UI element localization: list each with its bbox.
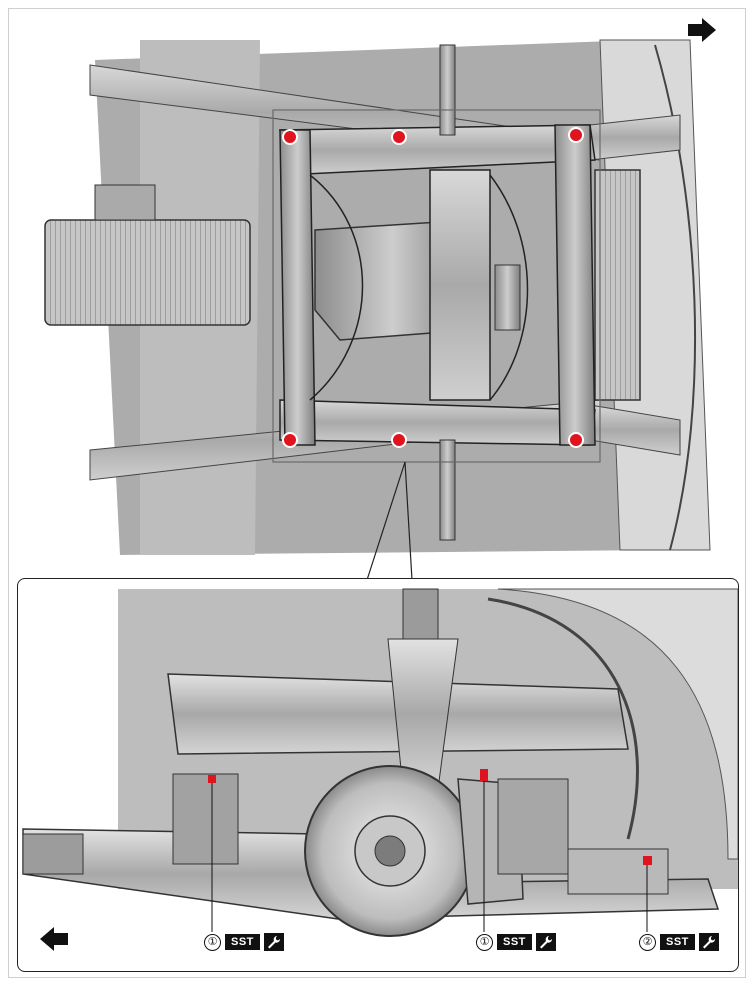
detail-leader-right	[404, 461, 413, 581]
detail-bolt-marker-1a	[208, 775, 216, 783]
detail-area-outline	[272, 109, 601, 463]
bolt-marker	[391, 129, 407, 145]
subframe	[279, 124, 596, 446]
callout-1-right: ① SST	[476, 933, 556, 951]
arrow-left-icon	[40, 927, 68, 951]
transmission	[44, 219, 251, 326]
bolt-markers	[282, 127, 584, 448]
radiator	[594, 169, 641, 401]
bolt-marker	[282, 432, 298, 448]
callout-number: ①	[476, 933, 493, 951]
sst-label: SST	[497, 934, 532, 950]
detail-bolt-marker-2	[643, 856, 652, 865]
sst-label: SST	[225, 934, 260, 950]
detail-illustration	[22, 588, 738, 951]
callout-1-left: ① SST	[204, 933, 284, 951]
callout-number: ②	[639, 933, 656, 951]
arrow-right-icon	[688, 18, 716, 42]
sst-label: SST	[660, 934, 695, 950]
callout-2: ② SST	[639, 933, 719, 951]
callout-number: ①	[204, 933, 221, 951]
bolt-marker	[568, 127, 584, 143]
bolt-marker	[568, 432, 584, 448]
detail-bolt-marker-1b	[480, 769, 488, 781]
wrench-icon	[698, 933, 719, 951]
bolt-marker	[282, 129, 298, 145]
detail-leader-left	[366, 461, 406, 581]
detail-inset: ① SST ① SST ② SST	[17, 578, 739, 972]
figure-frame	[8, 8, 746, 978]
bolt-marker	[391, 432, 407, 448]
wrench-icon	[535, 933, 556, 951]
wrench-icon	[263, 933, 284, 951]
